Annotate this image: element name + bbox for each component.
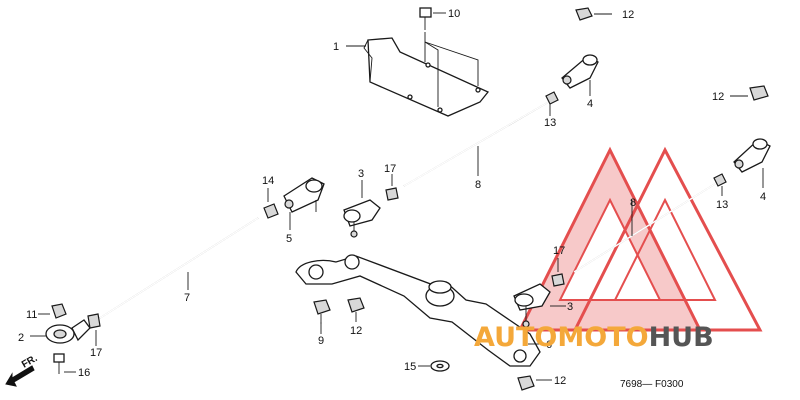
tie-rod-8-right	[573, 173, 727, 273]
callout-13-right: 13	[716, 199, 728, 211]
diagram-code: 7698— F0300	[620, 379, 684, 390]
callout-12-below: 12	[350, 325, 362, 337]
steering-arm-6	[295, 254, 541, 367]
callout-16: 16	[78, 367, 90, 379]
bracket-plate	[363, 37, 490, 117]
callout-4-upper: 4	[587, 98, 593, 110]
callout-3-lower: 3	[567, 301, 573, 313]
callout-10: 10	[448, 8, 460, 20]
rod-end-2	[45, 319, 91, 344]
callout-15: 15	[404, 361, 416, 373]
callout-12-bottom: 12	[554, 375, 566, 387]
callout-8-upper: 8	[475, 179, 481, 191]
watermark-moto: MOTO	[557, 322, 649, 353]
watermark-text: AUTOMOTOHUB	[474, 322, 714, 353]
nut-11	[51, 303, 67, 319]
nut-17-center	[385, 187, 399, 201]
nut-17-lower	[551, 273, 565, 287]
watermark-hub: HUB	[648, 322, 714, 353]
callout-5: 5	[286, 233, 292, 245]
callout-2: 2	[18, 332, 24, 344]
tie-rod-8-upper	[403, 91, 559, 187]
callout-4-right: 4	[760, 191, 766, 203]
callout-8-right: 8	[630, 197, 636, 209]
callout-1: 1	[333, 41, 339, 53]
callout-labels: 1 2 3 3 4 4 5 6 7 8 8 9 10 11 12 12 12 1…	[18, 8, 766, 387]
tie-rod-end-5	[283, 177, 325, 213]
nut-14	[263, 203, 279, 219]
tie-rod-7	[99, 217, 259, 319]
front-label: FR.	[20, 353, 40, 371]
callout-6: 6	[546, 339, 552, 351]
callout-12-top: 12	[622, 9, 634, 21]
callout-13-upper: 13	[544, 117, 556, 129]
flange-nut-12-top	[575, 7, 593, 21]
tie-rod-end-4-upper	[561, 54, 599, 89]
callout-17-center: 17	[384, 163, 396, 175]
bolt-16	[53, 353, 65, 374]
callout-7: 7	[184, 292, 190, 304]
tie-rod-end-3-lower	[513, 283, 551, 328]
callout-11: 11	[26, 309, 37, 321]
tie-rod-end-4-right	[733, 138, 771, 173]
callout-14: 14	[262, 175, 274, 187]
washer-15	[430, 360, 450, 372]
callout-3-center: 3	[358, 168, 364, 180]
tie-rod-end-3-center	[343, 199, 381, 238]
callout-9: 9	[318, 335, 324, 347]
nut-9	[313, 299, 331, 324]
nut-12-bottom	[517, 375, 535, 391]
nut-12-below	[347, 297, 365, 313]
bolt-10	[419, 7, 432, 30]
callout-12-right: 12	[712, 91, 724, 103]
front-arrow-icon: FR.	[5, 353, 40, 387]
callout-17-lower: 17	[553, 245, 565, 257]
callout-17-left: 17	[90, 347, 102, 359]
watermark-auto: AUTO	[474, 322, 558, 353]
flange-nut-12-right	[749, 85, 769, 101]
nut-17-left	[87, 313, 101, 329]
